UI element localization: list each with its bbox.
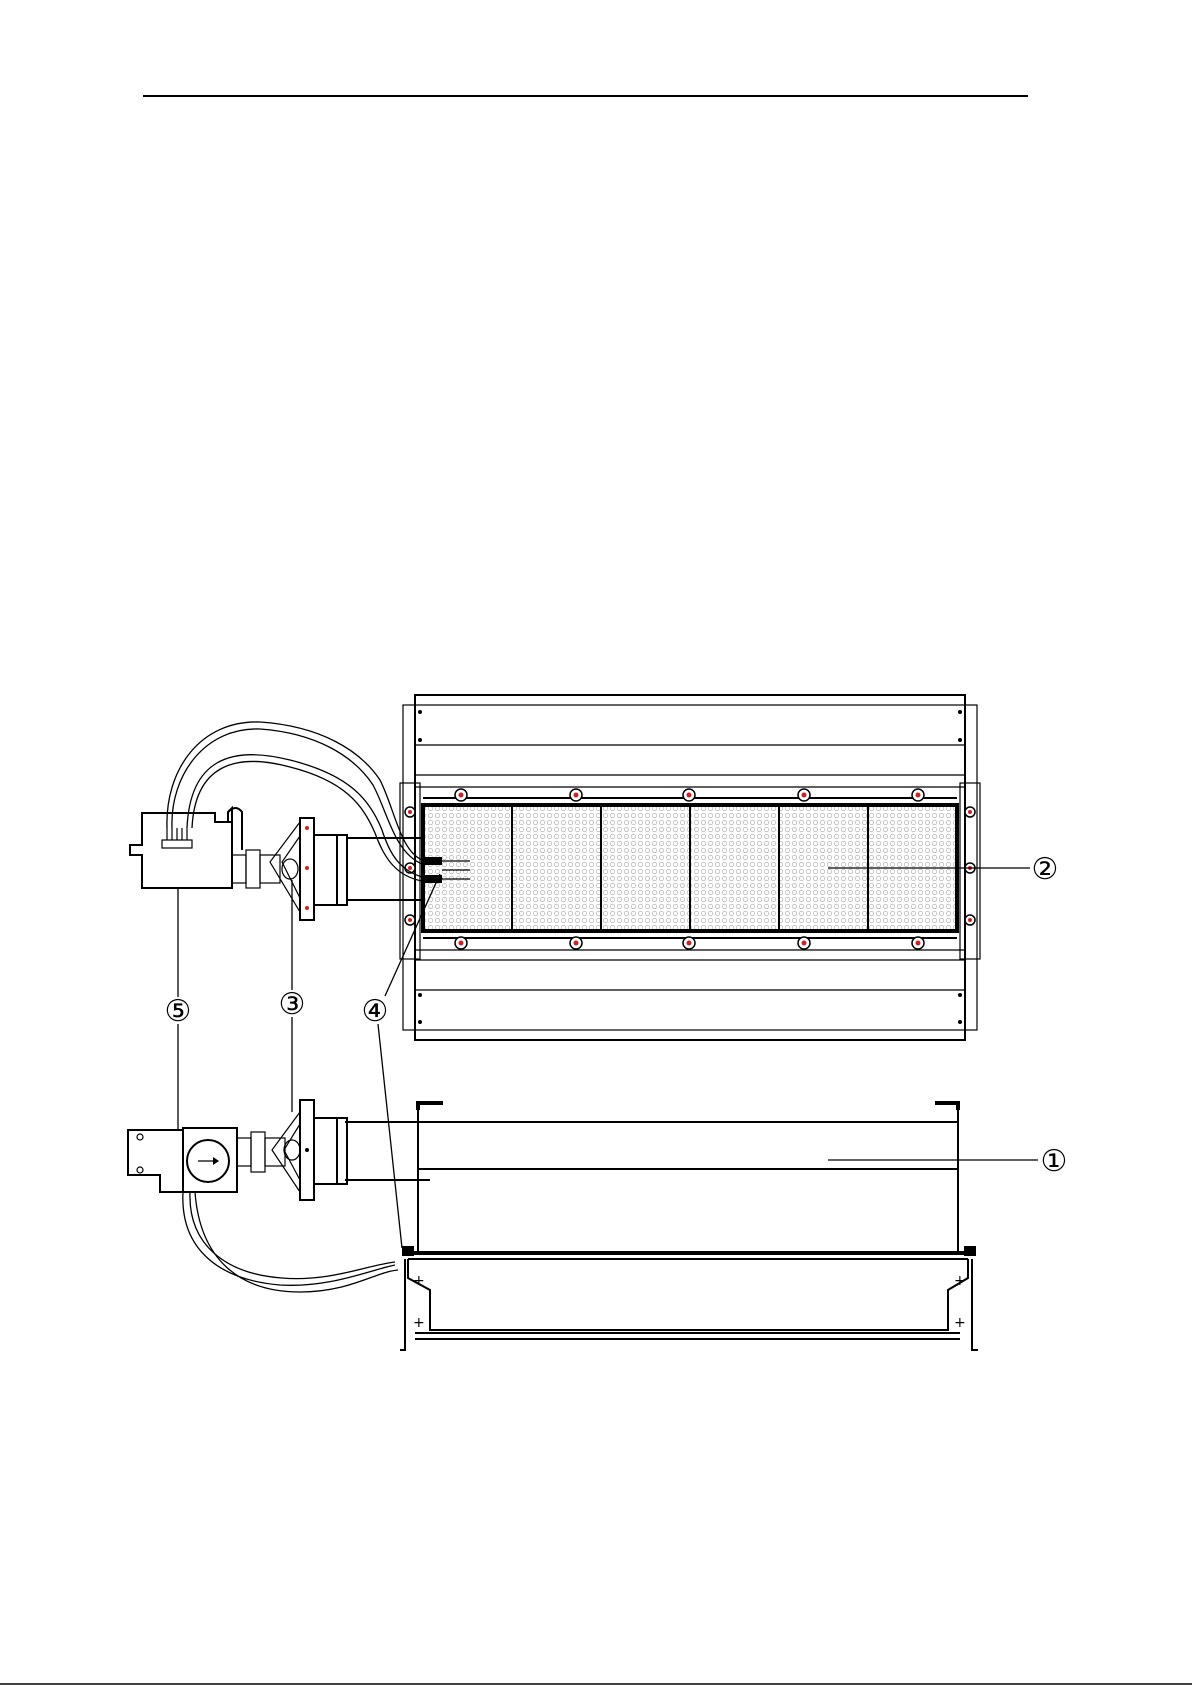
top-wiring	[167, 722, 422, 881]
callout-3-label: ③	[279, 987, 306, 1022]
side-view-assembly: + + + +	[272, 1100, 978, 1350]
callout-1-label: ①	[1041, 1144, 1068, 1179]
callout-3: ③	[279, 987, 306, 1022]
svg-text:+: +	[954, 1273, 966, 1289]
top-controller-box	[130, 808, 298, 888]
callout-4: ④	[362, 994, 389, 1029]
svg-text:+: +	[954, 1315, 966, 1331]
bottom-wiring	[183, 1192, 398, 1292]
callout-5-label: ⑤	[165, 994, 192, 1029]
callout-1: ①	[1041, 1144, 1068, 1179]
callout-4-label: ④	[362, 994, 389, 1029]
svg-text:+: +	[413, 1315, 425, 1331]
svg-text:+: +	[413, 1273, 425, 1289]
bottom-controller-box	[128, 1128, 300, 1192]
callout-2: ②	[1032, 852, 1059, 887]
callout-5: ⑤	[165, 994, 192, 1029]
callout-2-label: ②	[1032, 852, 1059, 887]
